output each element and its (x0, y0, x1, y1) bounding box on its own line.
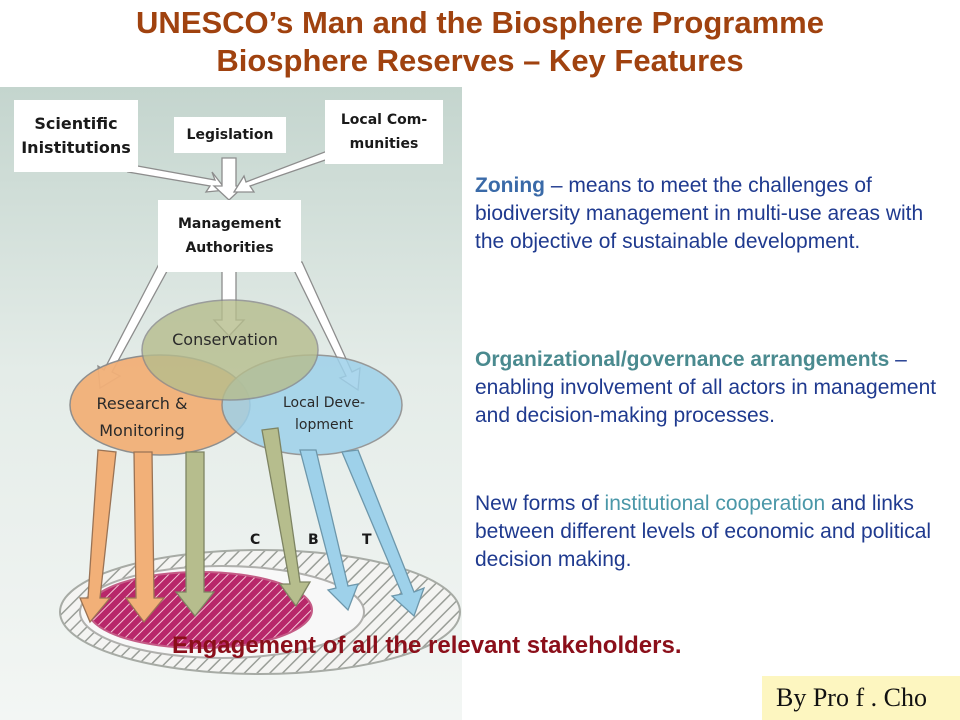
title-line-2: Biosphere Reserves – Key Features (216, 43, 744, 78)
title-line-1: UNESCO’s Man and the Biosphere Programme (136, 5, 824, 40)
author-credit: By Pro f . Cho (762, 676, 960, 720)
governance-term: Organizational/governance arrangements (475, 348, 890, 371)
scientific-institutions-label: Scientific Inistitutions (21, 114, 131, 157)
zoning-paragraph: Zoning – means to meet the challenges of… (475, 172, 955, 256)
governance-paragraph: Organizational/governance arrangements –… (475, 346, 955, 430)
local-communities-box: Local Com- munities (325, 100, 443, 164)
core-zone-letter: C (250, 532, 261, 548)
local-communities-label: Local Com- munities (340, 112, 428, 152)
zoning-description: – means to meet the challenges of biodiv… (475, 174, 924, 253)
research-arrows (79, 449, 166, 624)
conservation-label: Conservation (172, 330, 278, 349)
slide-title: UNESCO’s Man and the Biosphere Programme… (0, 4, 960, 80)
legislation-box: Legislation (174, 117, 286, 153)
transition-zone-letter: T (362, 532, 372, 548)
research-monitoring-label: Research & Monitoring (96, 394, 188, 440)
engagement-caption: Engagement of all the relevant stakehold… (172, 632, 682, 659)
management-authorities-box: Management Authorities (158, 200, 301, 272)
governance-description: – enabling involvement of all actors in … (475, 348, 937, 427)
buffer-zone-letter: B (308, 532, 319, 548)
input-arrows (126, 149, 335, 201)
development-arrows (299, 449, 426, 618)
scientific-institutions-box: Scientific Inistitutions (14, 100, 138, 172)
cooperation-term: institutional cooperation (604, 492, 826, 515)
management-authorities-label: Management Authorities (177, 216, 282, 256)
zoning-term: Zoning (475, 174, 545, 197)
cooperation-description: and links between different levels of ec… (475, 492, 932, 571)
conservation-arrows (174, 427, 312, 618)
cooperation-prefix: New forms of (475, 492, 605, 515)
legislation-label: Legislation (186, 127, 274, 143)
local-development-label: Local Deve- lopment (282, 395, 366, 433)
cooperation-paragraph: New forms of institutional cooperation a… (475, 490, 955, 574)
conservation-circle (141, 299, 319, 401)
